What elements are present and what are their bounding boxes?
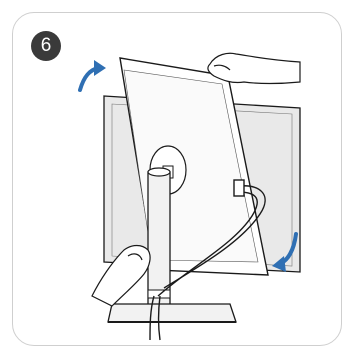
stand-neck: [148, 168, 170, 312]
rotate-arrow-top: [80, 60, 106, 90]
step-number-badge: 6: [31, 31, 61, 61]
stand-base: [108, 304, 236, 322]
upper-hand: [208, 53, 300, 83]
lower-hand: [92, 246, 150, 307]
